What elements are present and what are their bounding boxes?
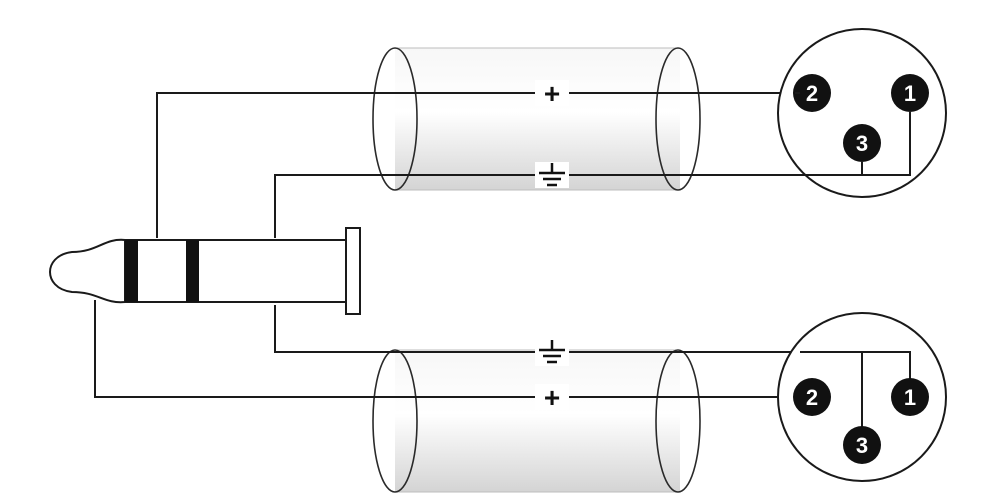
- svg-text:+: +: [544, 382, 560, 413]
- lower-cable-right-end: [655, 349, 701, 493]
- lower-cable-left-end: [372, 349, 418, 493]
- svg-text:1: 1: [904, 81, 916, 106]
- svg-text:+: +: [544, 78, 560, 109]
- svg-text:3: 3: [856, 433, 868, 458]
- upper-cable-right-end: [655, 47, 701, 191]
- lower-xlr-connector: 2 1 3: [777, 312, 947, 482]
- lower-cable: [372, 349, 701, 493]
- upper-cable-left-end: [372, 47, 418, 191]
- lower-cable-body: [395, 350, 680, 492]
- trs-jack-plug: [48, 227, 361, 315]
- upper-pin-3: 3: [843, 124, 881, 162]
- jack-tip: [48, 238, 126, 304]
- jack-insulator-1: [125, 240, 138, 302]
- jack-insulator-2: [186, 240, 199, 302]
- jack-shaft: [124, 239, 348, 303]
- lower-pin-2: 2: [793, 378, 831, 416]
- jack-collar: [345, 227, 361, 315]
- lower-pin-3: 3: [843, 426, 881, 464]
- upper-xlr-body: [777, 28, 947, 198]
- ground-icon: [535, 340, 569, 366]
- svg-text:2: 2: [806, 81, 818, 106]
- svg-text:3: 3: [856, 131, 868, 156]
- lower-plus-symbol: +: [535, 382, 569, 413]
- upper-xlr-internal-wires: [795, 92, 911, 176]
- svg-text:1: 1: [904, 385, 916, 410]
- lower-pin-1: 1: [891, 378, 929, 416]
- upper-pin-1: 1: [891, 74, 929, 112]
- upper-plus-symbol: +: [535, 78, 569, 109]
- upper-pin-2: 2: [793, 74, 831, 112]
- upper-signal-wire: [156, 92, 795, 238]
- upper-xlr-connector: 2 1 3: [777, 28, 947, 198]
- ground-icon: [535, 162, 569, 188]
- svg-text:2: 2: [806, 385, 818, 410]
